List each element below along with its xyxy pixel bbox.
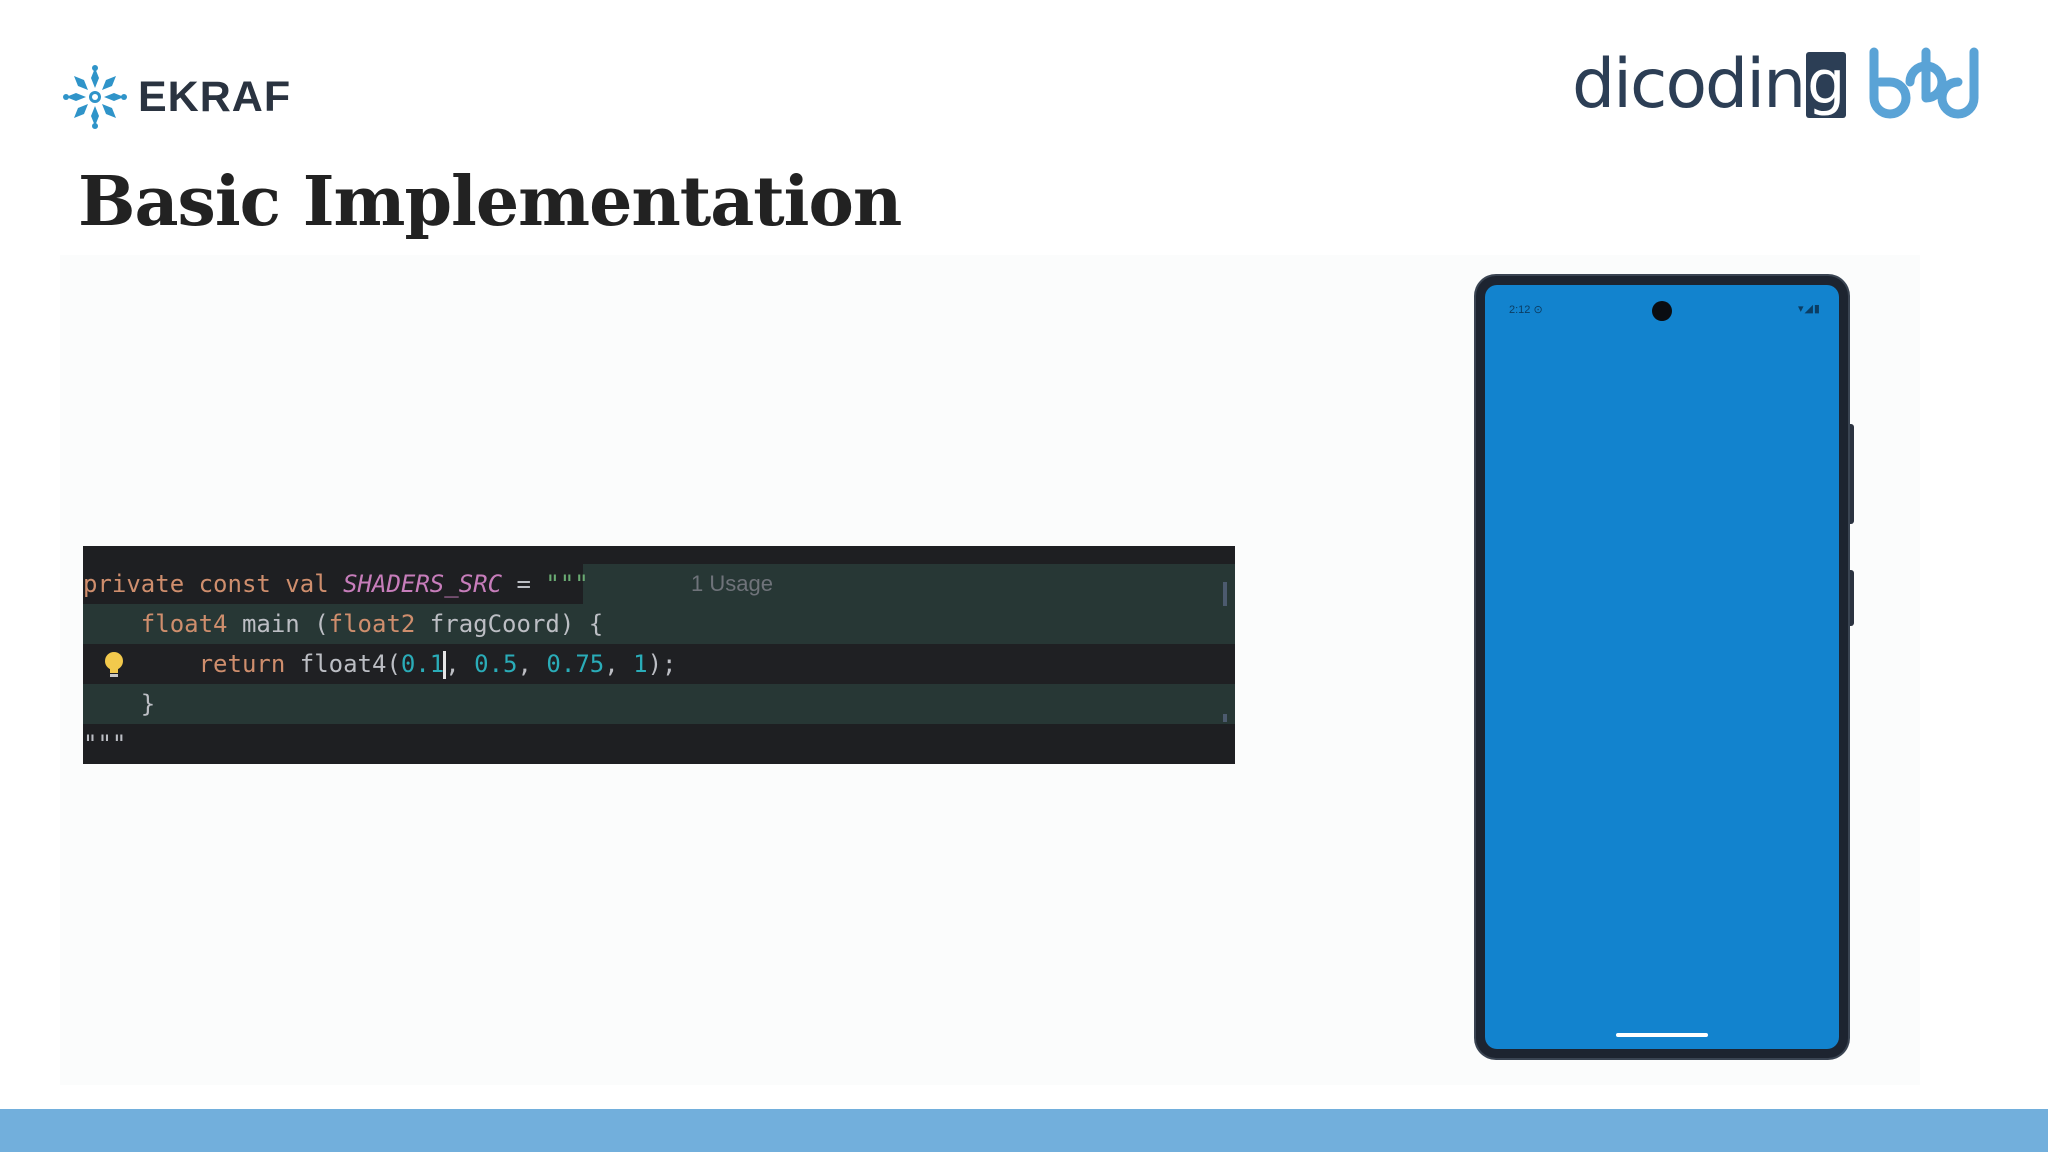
gesture-home-bar[interactable] [1616,1033,1708,1037]
ekraf-snowflake-icon [63,65,127,129]
scrollbar-marker[interactable] [1223,582,1227,606]
phone-screen: 2:12 ⊙ ▾◢▮ [1485,285,1839,1049]
status-bar-icons: ▾◢▮ [1797,302,1821,315]
code-line-4: } [83,684,1235,724]
usage-hint[interactable]: 1 Usage [691,571,773,596]
dicoding-logo-g: g [1806,48,1847,118]
code-line-3: return float4(0.1, 0.5, 0.75, 1); [83,644,1235,684]
dicoding-logo-text: dicodin [1572,45,1806,124]
code-editor-panel: private const val SHADERS_SRC = """ 1 Us… [83,546,1235,764]
code-line-1: private const val SHADERS_SRC = """ [83,570,589,598]
const-name: SHADERS_SRC [343,570,503,598]
lightbulb-icon[interactable] [101,650,127,680]
phone-side-button [1848,570,1854,626]
ekraf-logo: EKRAF [62,64,291,130]
slide-title: Basic Implementation [78,162,902,242]
code-line-5: """ [83,730,127,758]
front-camera-icon [1652,301,1672,321]
phone-side-button [1848,424,1854,524]
code-line-2: float4 main (float2 fragCoord) { [83,604,1235,644]
bdd-logo [1869,47,1979,119]
phone-mockup: 2:12 ⊙ ▾◢▮ [1476,276,1848,1058]
footer-accent-bar [0,1109,2048,1152]
text-caret [443,651,447,679]
scrollbar-marker[interactable] [1223,714,1227,722]
status-bar-time: 2:12 ⊙ [1509,304,1543,316]
ekraf-logo-text: EKRAF [138,72,292,121]
dicoding-logo: dicodin g [1572,40,1847,130]
